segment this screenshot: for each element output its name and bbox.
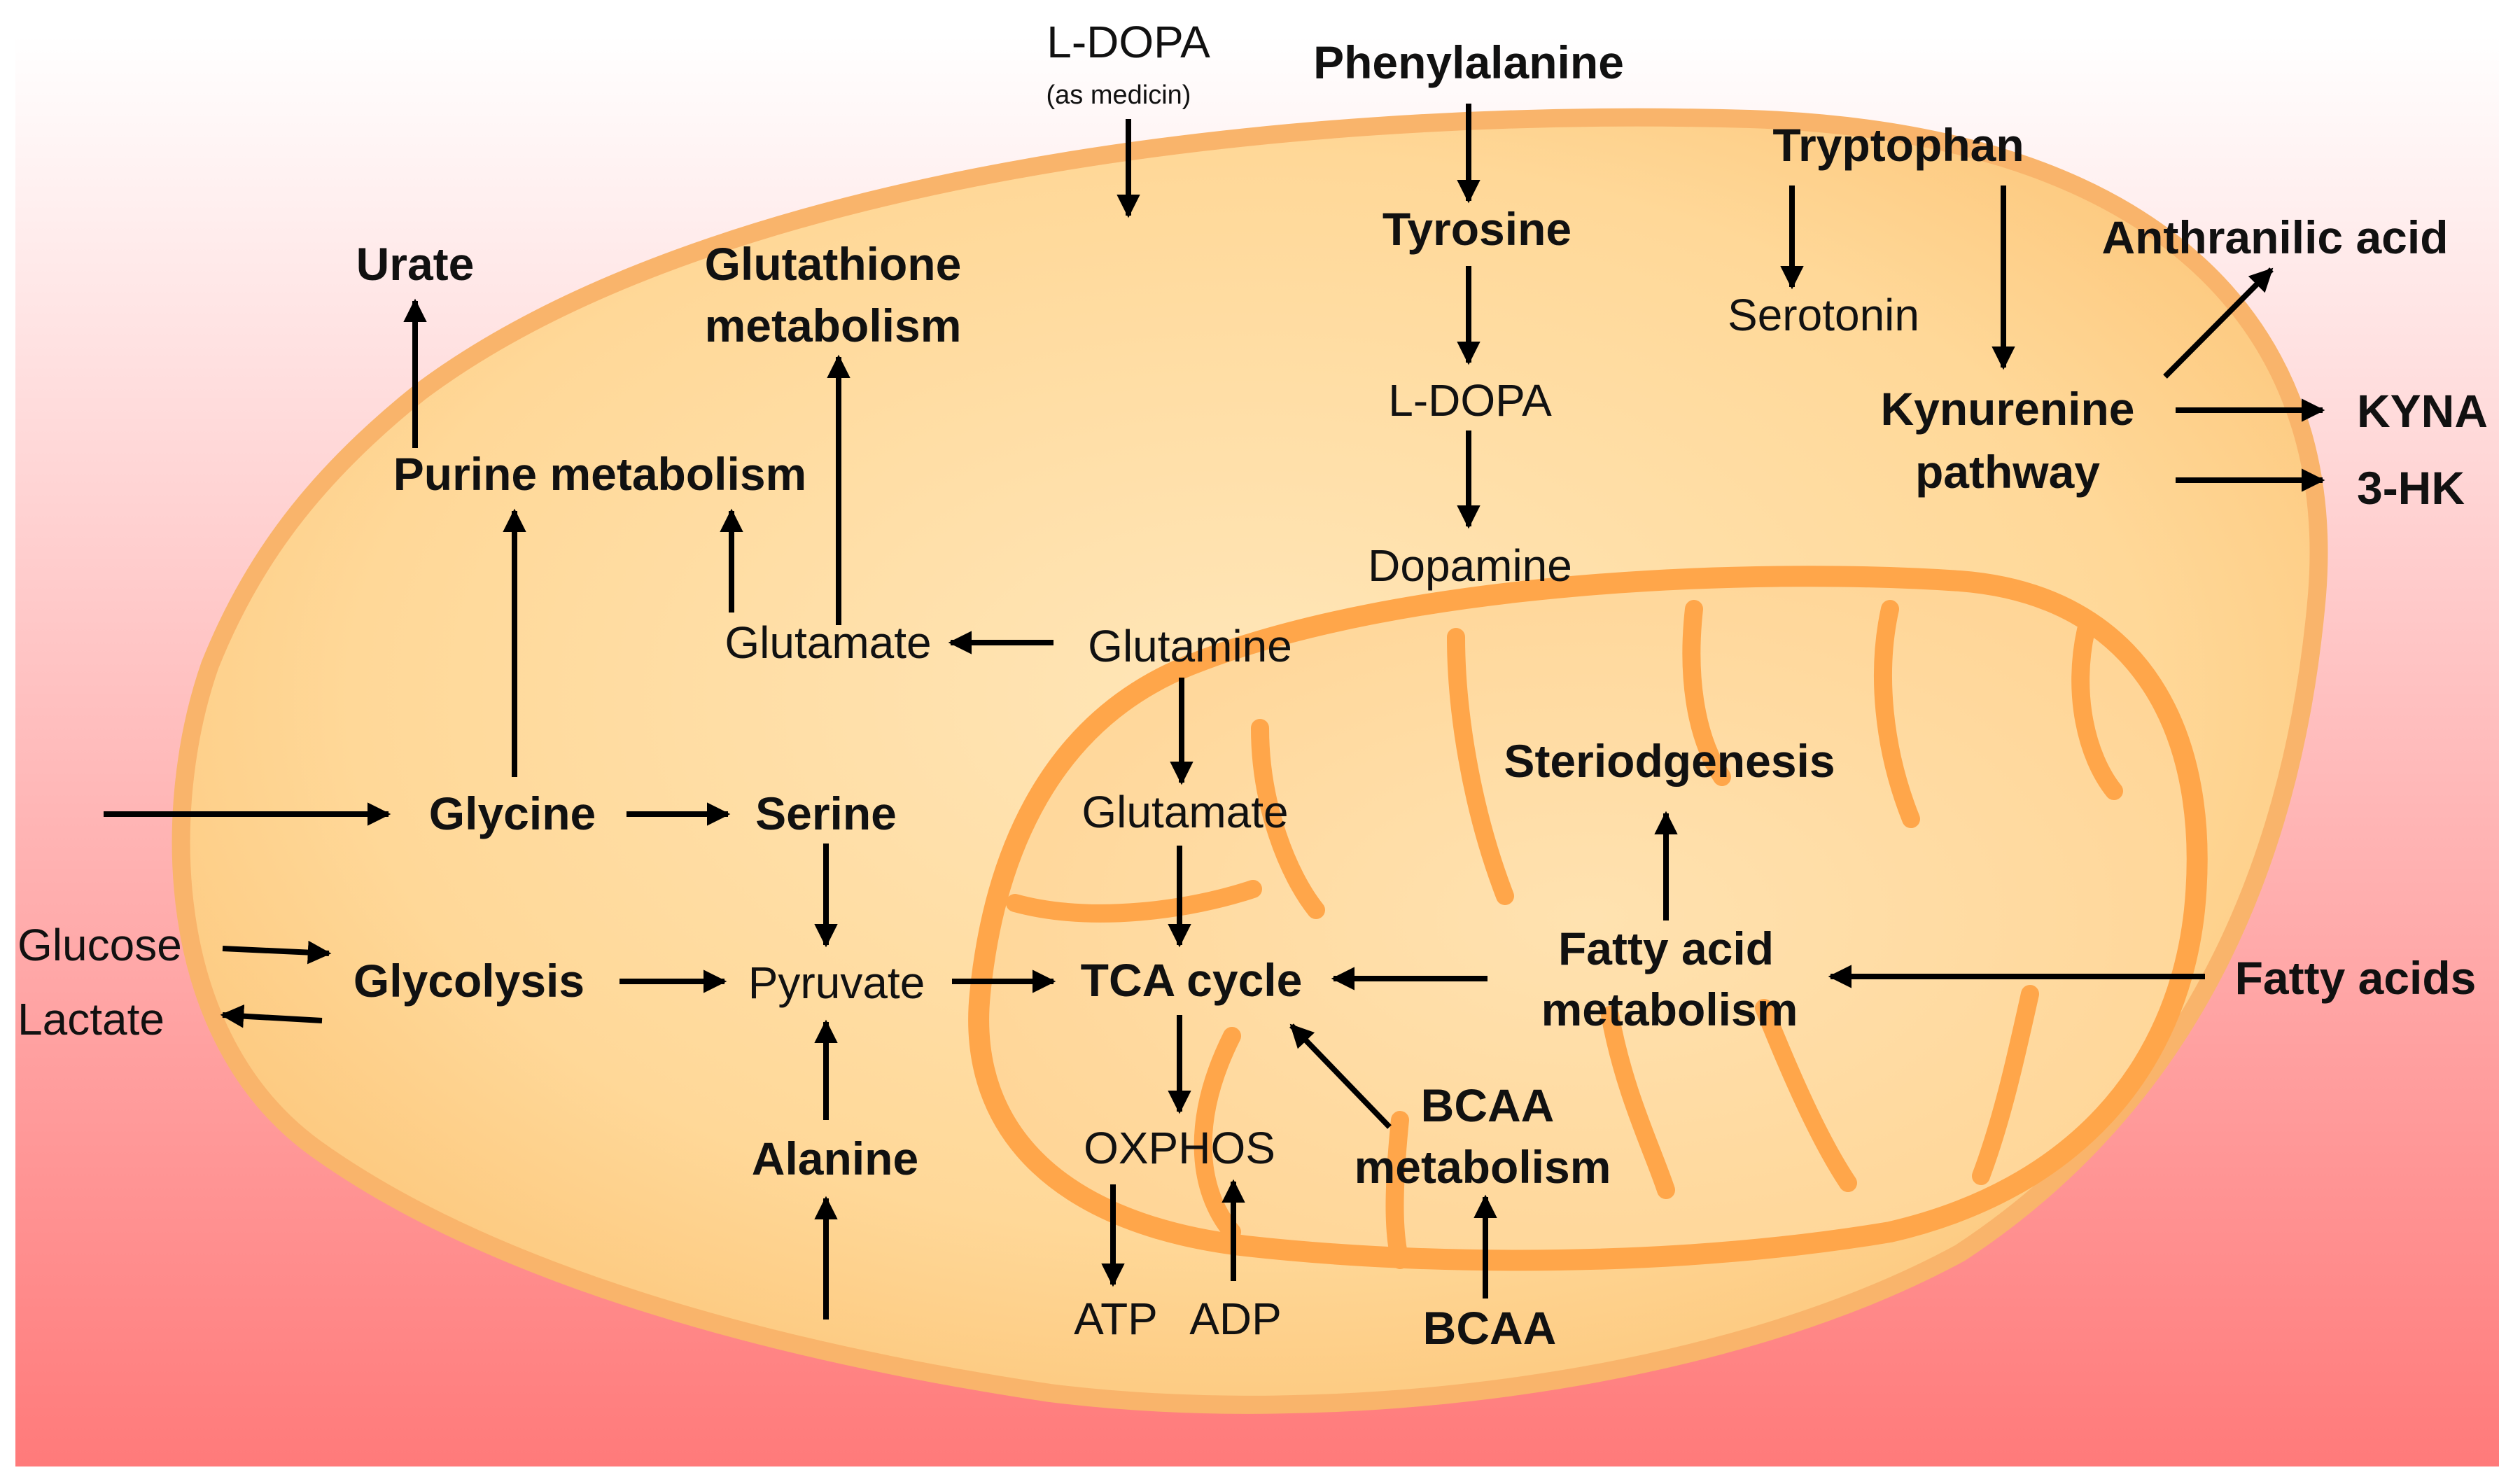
label-glutamine: Glutamine	[1088, 621, 1292, 671]
label-fatty-acid-metabolism-2: metabolism	[1541, 983, 1798, 1035]
label-bcaa-metabolism-2: metabolism	[1354, 1141, 1611, 1193]
label-as-medicin: (as medicin)	[1046, 80, 1191, 110]
label-purine-metabolism: Purine metabolism	[393, 448, 807, 500]
cristae	[1006, 600, 2123, 1269]
label-bcaa-metabolism-1: BCAA	[1421, 1079, 1555, 1131]
label-glutathione-2: metabolism	[705, 300, 962, 351]
label-steroidogenesis: Steriodgenesis	[1504, 735, 1835, 787]
label-glycine: Glycine	[429, 788, 596, 839]
label-ldopa: L-DOPA	[1388, 375, 1552, 426]
label-glutathione-1: Glutathione	[705, 238, 962, 290]
label-ldopa-top: L-DOPA	[1046, 17, 1210, 67]
labels: L-DOPA (as medicin) Phenylalanine Trypto…	[18, 17, 2488, 1354]
arrow-kyn-anthranilic	[2163, 267, 2274, 379]
label-alanine: Alanine	[752, 1133, 918, 1184]
label-atp: ATP	[1074, 1294, 1158, 1344]
label-kynurenine-2: pathway	[1915, 446, 2100, 498]
label-serotonin: Serotonin	[1728, 290, 1919, 340]
label-phenylalanine: Phenylalanine	[1313, 36, 1624, 88]
pathway-arrows	[104, 104, 2325, 1320]
label-tryptophan: Tryptophan	[1772, 119, 2024, 171]
label-fatty-acids: Fatty acids	[2235, 952, 2477, 1004]
arrow-glucose-glycolysis	[222, 940, 332, 965]
label-glutamate-mito: Glutamate	[1082, 787, 1288, 837]
arrow-glycolysis-lactate	[220, 1004, 323, 1028]
mitochondrion	[968, 566, 2208, 1271]
arrow-bcaametab-tca	[1289, 1023, 1392, 1129]
label-bcaa: BCAA	[1423, 1302, 1557, 1354]
label-glucose: Glucose	[18, 920, 182, 970]
label-adp: ADP	[1189, 1294, 1282, 1344]
label-oxphos: OXPHOS	[1084, 1123, 1275, 1173]
label-anthranilic-acid: Anthranilic acid	[2101, 211, 2448, 263]
label-kyna: KYNA	[2357, 385, 2488, 437]
label-serine: Serine	[755, 788, 897, 839]
label-glutamate-cytosol: Glutamate	[724, 617, 931, 668]
label-tyrosine: Tyrosine	[1382, 203, 1572, 255]
label-pyruvate: Pyruvate	[748, 958, 925, 1008]
label-lactate: Lactate	[18, 994, 164, 1044]
label-fatty-acid-metabolism-1: Fatty acid	[1558, 923, 1774, 974]
label-urate: Urate	[356, 238, 475, 290]
label-dopamine: Dopamine	[1368, 540, 1572, 591]
label-3hk: 3-HK	[2357, 462, 2465, 514]
label-tca-cycle: TCA cycle	[1081, 954, 1303, 1006]
label-glycolysis: Glycolysis	[354, 955, 584, 1007]
label-kynurenine-1: Kynurenine	[1880, 383, 2134, 435]
